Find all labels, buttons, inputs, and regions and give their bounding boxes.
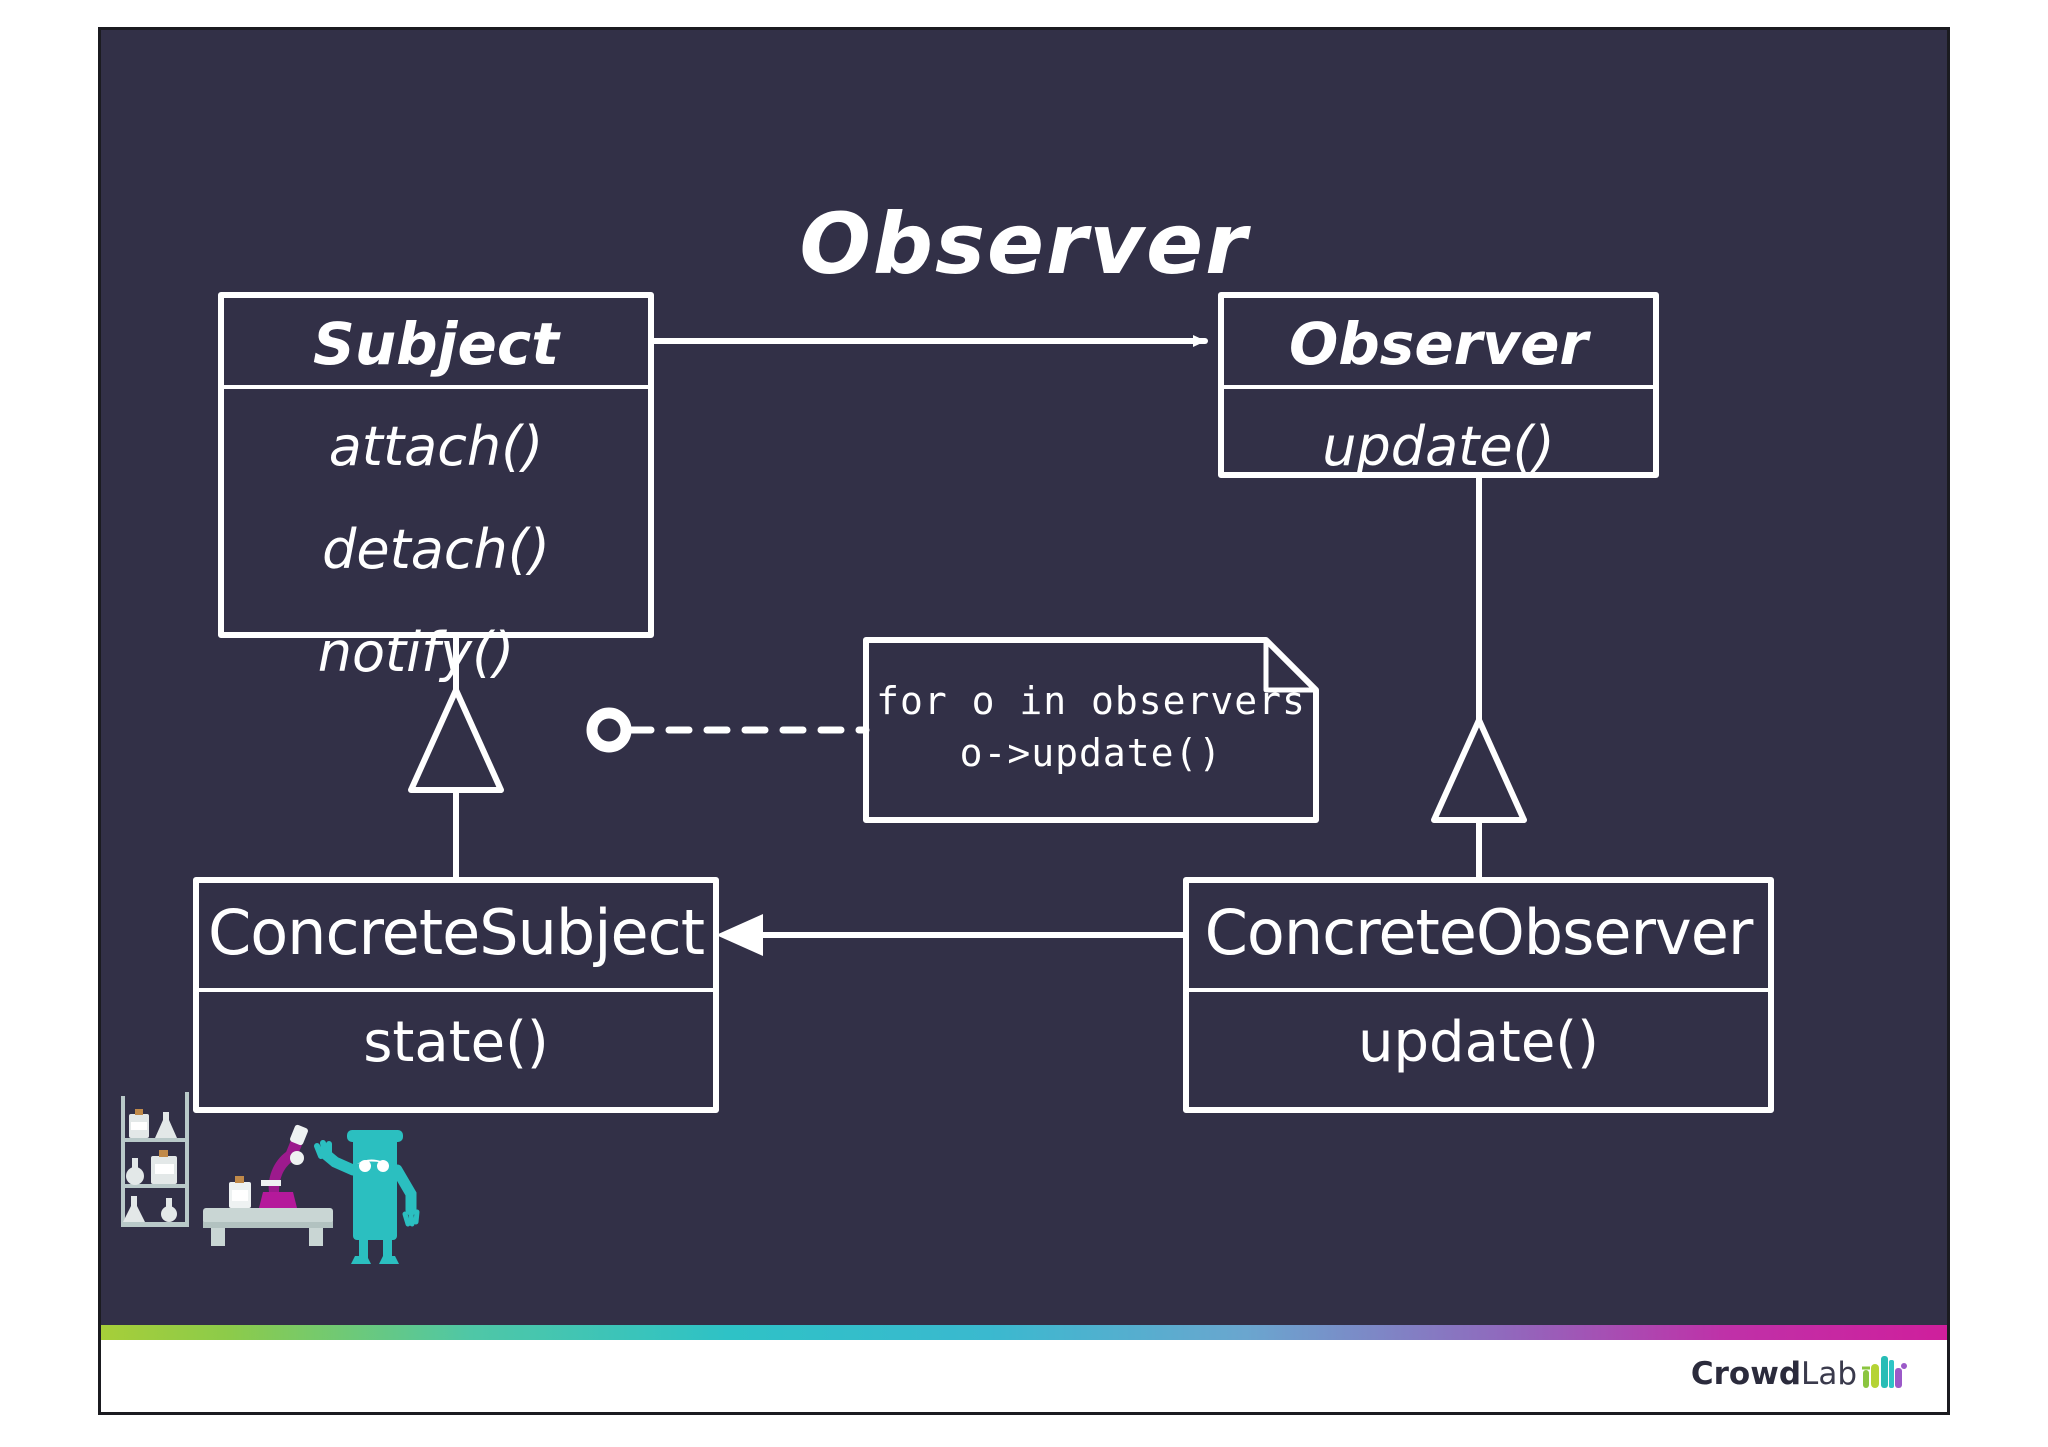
test-tubes-icon	[1862, 1356, 1907, 1388]
page-title: Observer	[799, 195, 1249, 293]
class-member-concrete-observer-update: update()	[1357, 1010, 1599, 1075]
relation-concretesubject-inherits-subject	[408, 632, 504, 883]
crowdlab-wordmark-lab: Lab	[1801, 1355, 1857, 1392]
class-name-concrete-observer: ConcreteObserver	[1204, 896, 1754, 969]
class-name-concrete-subject: ConcreteSubject	[207, 896, 705, 969]
gradient-bar	[101, 1325, 1947, 1340]
class-member-subject-notify: notify()	[317, 621, 515, 684]
lab-bench-icon	[203, 1208, 333, 1246]
class-member-observer-update: update()	[1322, 415, 1555, 478]
footer-strip	[101, 1338, 1947, 1412]
crowdlab-logo: CrowdLab	[1691, 1354, 1907, 1394]
class-name-observer: Observer	[1288, 310, 1589, 378]
class-member-concrete-subject-state: state()	[363, 1010, 549, 1075]
class-member-subject-detach: detach()	[322, 518, 550, 581]
note-line-1: for o in observers	[876, 679, 1306, 723]
crowdlab-wordmark-crowd: Crowd	[1690, 1355, 1802, 1392]
microscope-icon	[259, 1124, 308, 1208]
class-box-observer	[1218, 292, 1659, 478]
relation-concreteobserver-inherits-observer	[1431, 472, 1527, 883]
lab-illustration	[121, 1092, 420, 1264]
note-line-2: o->update()	[959, 731, 1223, 775]
uml-diagram	[193, 292, 1774, 1113]
class-member-subject-attach: attach()	[328, 415, 544, 478]
shelf-icon	[121, 1092, 189, 1227]
note-anchor-connector	[586, 707, 870, 753]
bottle-icon	[229, 1176, 251, 1208]
relation-concreteobserver-to-concretesubject	[716, 914, 1189, 956]
crowdlab-wordmark: CrowdLab	[1690, 1355, 1857, 1392]
class-name-subject: Subject	[313, 310, 559, 378]
class-box-subject	[218, 292, 654, 638]
mascot-icon	[314, 1130, 420, 1264]
note-box	[863, 637, 1319, 823]
slide-frame: Observer	[98, 27, 1950, 1415]
slide-canvas: Observer	[101, 30, 1947, 1338]
